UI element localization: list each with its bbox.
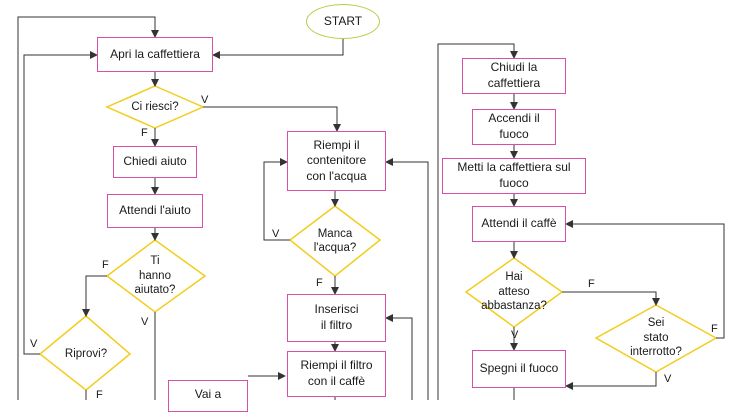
step-attendi-caffe: Attendi il caffè: [472, 206, 566, 242]
label-seistato-f: F: [711, 323, 718, 335]
seistato-line-2: stato: [643, 331, 669, 344]
label-ciriesci-f: F: [141, 127, 148, 139]
start-node: START: [306, 4, 380, 39]
edge-riprovi-apri: [23, 51, 98, 355]
decision-hai-atteso: Hai atteso abbastanza?: [474, 268, 554, 316]
step-inserisci-filtro: Inserisci il filtro: [287, 294, 386, 342]
decision-sei-stato: Sei stato interrotto?: [612, 314, 700, 362]
inserisci-line-2: il filtro: [320, 318, 353, 332]
seistato-line-3: interrotto?: [630, 346, 682, 359]
step-apri-caffettiera: Apri la caffettiera: [97, 37, 213, 72]
haiatteso-line-1: Hai: [505, 271, 523, 284]
flowchart: START Apri la caffettiera Chiedi aiuto A…: [17, 4, 725, 412]
label-haiatteso-f: F: [588, 278, 595, 290]
step-chiudi-caffettiera: Chiudi la caffettiera: [462, 58, 566, 94]
edge-start-apri: [212, 38, 344, 59]
label-riprovi-v: V: [30, 338, 38, 350]
edge-loop-inserisci: [385, 314, 413, 400]
step-accendi-fuoco: Accendi il fuoco: [472, 109, 556, 145]
riempi-line-2: contenitore: [306, 153, 367, 168]
edge-top-loop: [17, 16, 159, 400]
label-riprovi-f: F: [96, 389, 103, 401]
edge-seistato-loop: [565, 220, 725, 339]
label-manca-v: V: [272, 228, 280, 240]
step-attendi-aiuto: Attendi l'aiuto: [107, 194, 203, 228]
tihanno-line-2: hanno: [139, 269, 171, 282]
step-spegni-fuoco: Spegni il fuoco: [472, 350, 566, 388]
edge-haiatteso-seistato: [562, 291, 660, 306]
connector-layer: [17, 16, 725, 400]
inserisci-line-1: Inserisci: [314, 302, 359, 317]
label-manca-f: F: [316, 277, 323, 289]
label-seistato-v: V: [664, 373, 672, 385]
edge-tihanno-riprovi: [82, 275, 107, 317]
decision-riprovi: Riprovi?: [64, 347, 108, 360]
edge-ciriesci-riempi: [203, 106, 341, 132]
label-ciriesci-v: V: [201, 94, 209, 106]
tihanno-line-3: aiutato?: [134, 284, 176, 297]
tihanno-line-1: Ti: [150, 255, 160, 268]
decision-ti-hanno-aiutato: Ti hanno aiutato?: [117, 252, 193, 300]
haiatteso-line-3: abbastanza?: [481, 300, 547, 313]
riempi-line-3: con l'acqua: [306, 168, 367, 183]
label-tihanno-f: F: [102, 259, 109, 271]
seistato-line-1: Sei: [647, 317, 665, 330]
riempi-line-1: Riempi il: [313, 137, 360, 152]
step-vai-a: Vai a: [168, 380, 248, 412]
step-riempi-filtro: Riempi il filtro con il caffè: [287, 351, 386, 397]
step-riempi-contenitore: Riempi il contenitore con l'acqua: [287, 131, 386, 191]
filtro-line-2: con il caffè: [307, 374, 366, 388]
edge-loop-riempi: [385, 158, 429, 400]
label-haiatteso-v: V: [511, 329, 519, 341]
step-metti-caffettiera: Metti la caffettiera sul fuoco: [442, 158, 586, 194]
edge-seistato-spegni: [565, 372, 657, 390]
edge-manca-loop: [263, 158, 290, 241]
haiatteso-line-2: atteso: [498, 285, 530, 298]
filtro-line-1: Riempi il filtro: [300, 358, 373, 373]
label-tihanno-v: V: [141, 316, 149, 328]
step-chiedi-aiuto: Chiedi aiuto: [113, 146, 197, 178]
manca-line-1: Manca: [317, 227, 353, 240]
decision-manca-acqua: Manca l'acqua?: [298, 224, 372, 258]
edge-into-chiudi: [437, 43, 518, 400]
manca-line-2: l'acqua?: [313, 242, 357, 254]
decision-ci-riesci: Ci riesci?: [131, 100, 179, 113]
